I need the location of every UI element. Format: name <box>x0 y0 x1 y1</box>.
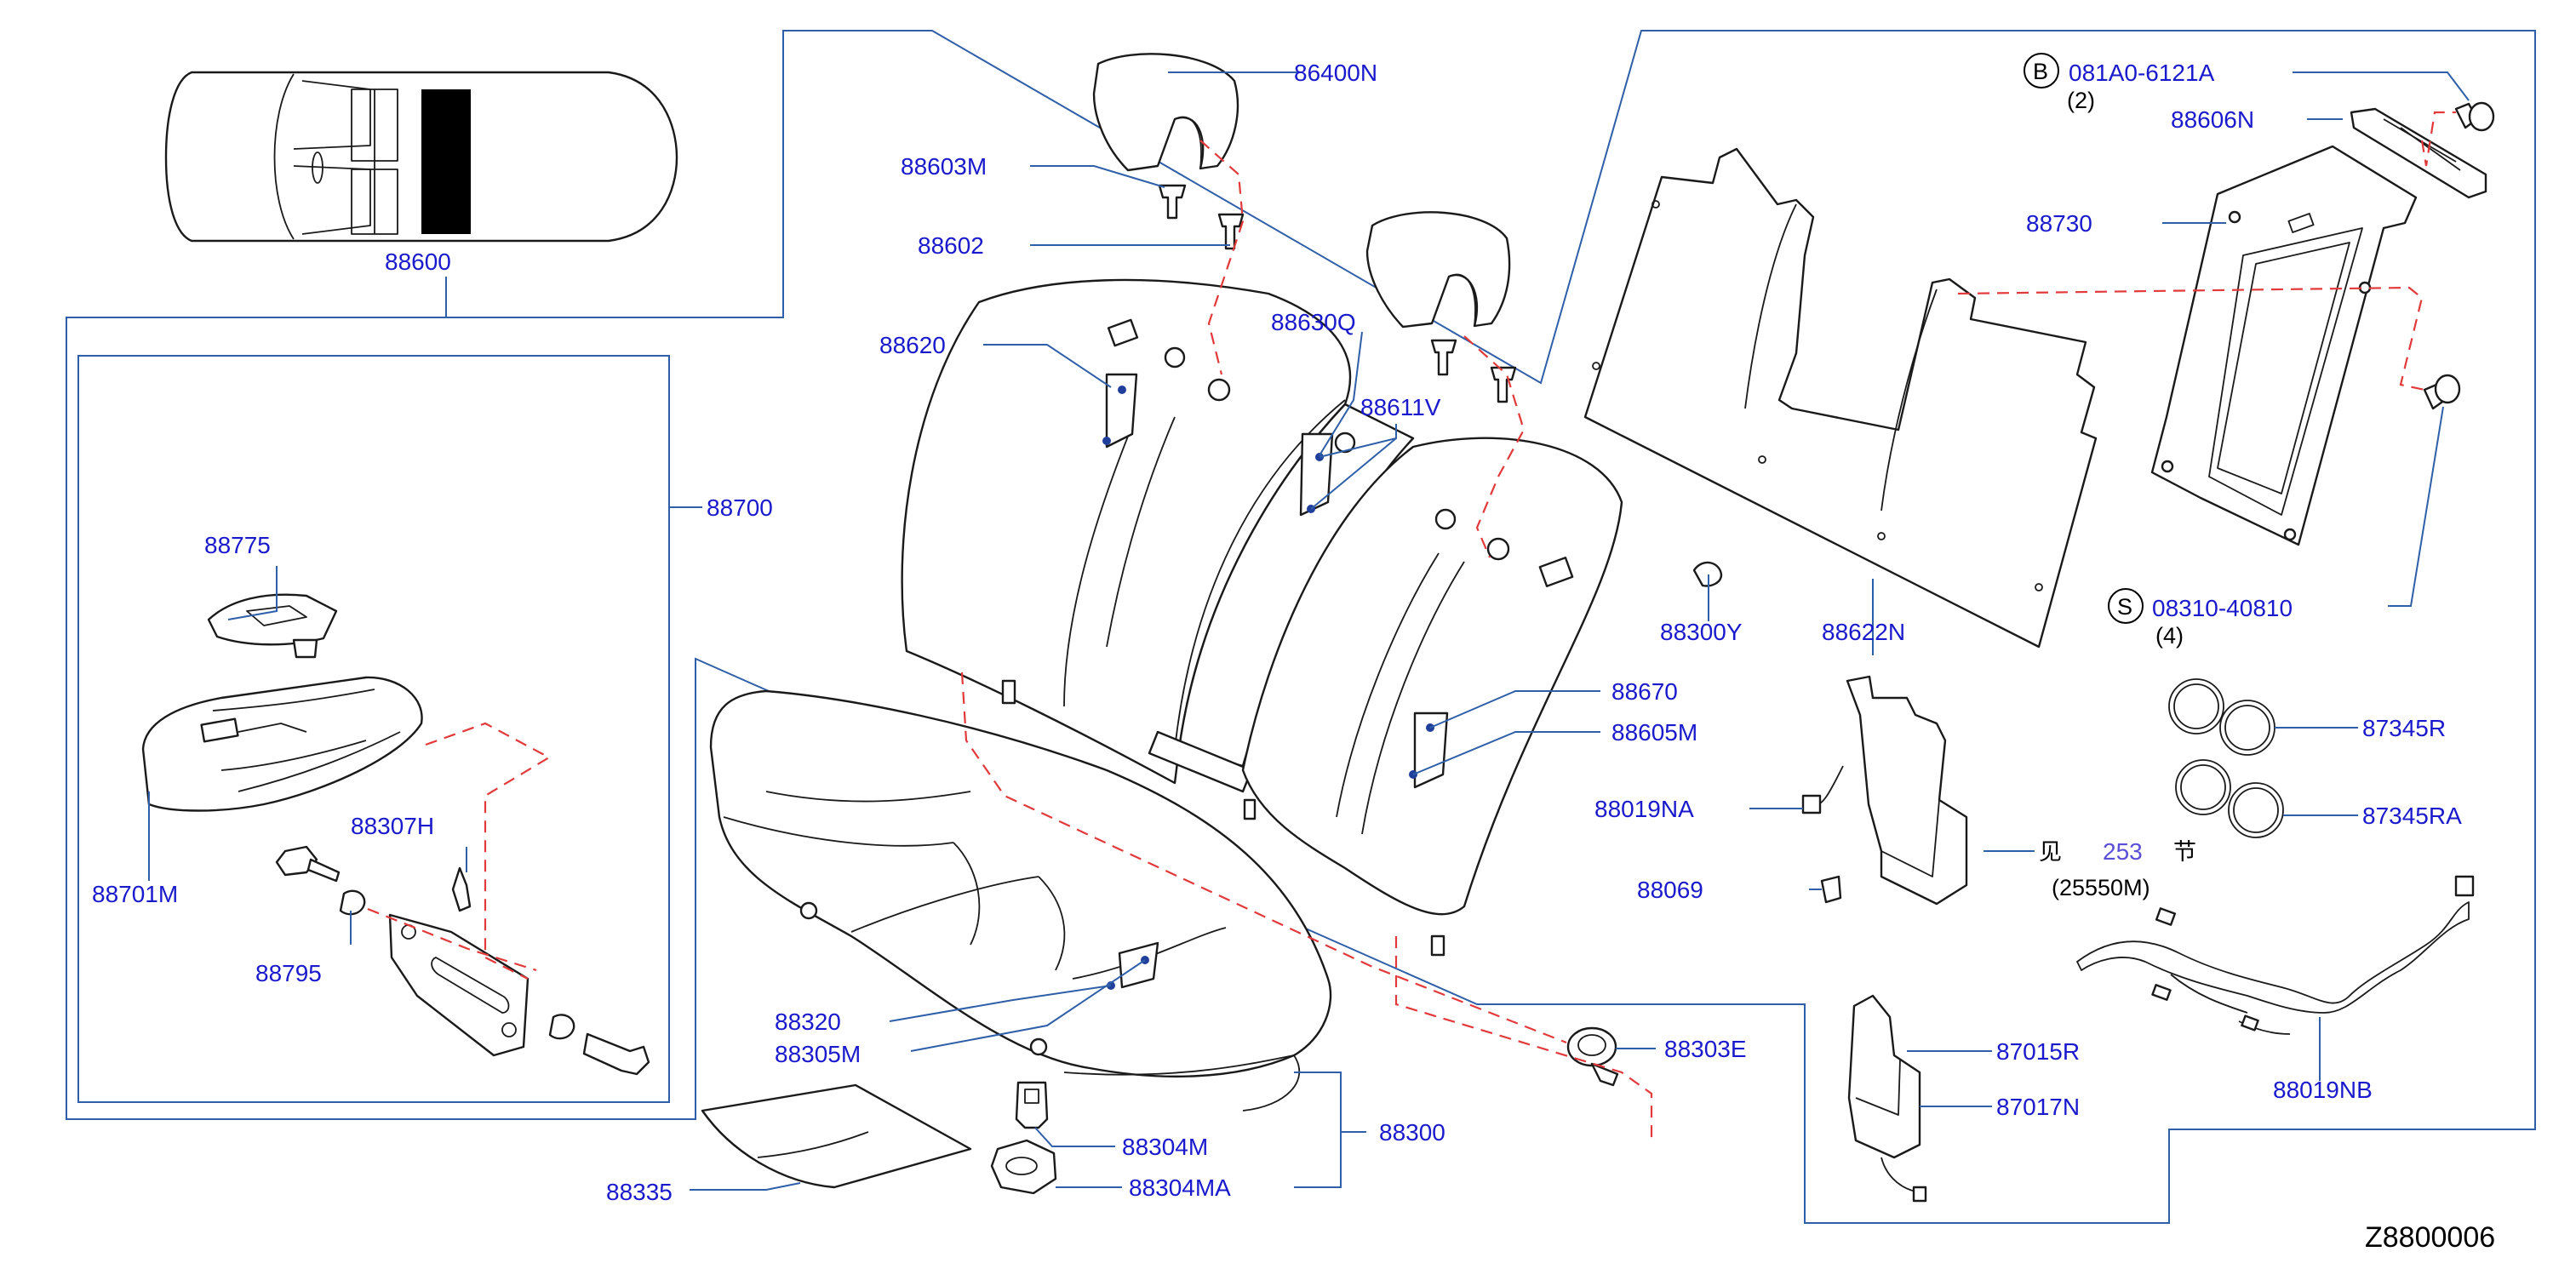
label-88775: 88775 <box>204 532 271 558</box>
clip-88304M <box>1015 1081 1049 1129</box>
bracket-88611V <box>1299 432 1334 517</box>
clip-88303E <box>1566 1026 1619 1087</box>
label-88620: 88620 <box>879 332 946 358</box>
armrest-bolts <box>275 845 650 1076</box>
label-88606N: 88606N <box>2171 106 2254 133</box>
label-88611V: 88611V <box>1360 394 1441 420</box>
label-88700: 88700 <box>707 494 773 521</box>
label-88305M: 88305M <box>775 1041 861 1067</box>
label-88320: 88320 <box>775 1009 841 1035</box>
guide-right-1 <box>1430 339 1457 376</box>
armrest-group-box <box>77 355 670 1103</box>
strap-88606N <box>2350 107 2487 199</box>
washer-88795 <box>339 889 366 916</box>
bracket-frame-88730 <box>2150 145 2418 546</box>
see-section-prefix: 见 <box>2039 839 2062 865</box>
label-88304MA: 88304MA <box>1129 1174 1231 1201</box>
sensor-88019NA <box>1801 675 1968 906</box>
see-section-sub: (25550M) <box>2052 875 2150 900</box>
label-88304M: 88304M <box>1122 1134 1208 1160</box>
guide-right-2 <box>1490 366 1517 403</box>
label-88300: 88300 <box>1379 1119 1445 1146</box>
label-88300Y: 88300Y <box>1660 619 1743 645</box>
label-88605M: 88605M <box>1611 719 1697 746</box>
label-88303E: 88303E <box>1664 1036 1747 1062</box>
label-081A0-qty: (2) <box>2067 88 2095 113</box>
clip-88304MA <box>990 1139 1057 1195</box>
label-88600: 88600 <box>385 249 451 275</box>
label-87015R: 87015R <box>1996 1038 2080 1065</box>
bolt-right <box>582 1032 650 1076</box>
label-88307H: 88307H <box>351 813 434 839</box>
label-08310-qty: (4) <box>2155 623 2184 649</box>
dashed-links <box>367 111 2456 1145</box>
guide-88603M-left <box>1158 184 1187 220</box>
label-86400N: 86400N <box>1294 60 1377 86</box>
plug-88300Y <box>1692 561 1723 587</box>
headrest-right <box>1365 211 1511 329</box>
bracket-88620 <box>1105 373 1138 449</box>
washer-right <box>548 1014 575 1040</box>
label-88670: 88670 <box>1611 678 1678 705</box>
harness-88019NB <box>2076 875 2475 1035</box>
highlight-rear-seat <box>421 89 471 234</box>
leader-lines <box>148 71 2470 1191</box>
see-section-suffix: 节 <box>2173 839 2196 865</box>
headrest-left <box>1092 53 1239 172</box>
label-88603M: 88603M <box>901 153 987 180</box>
label-87345R: 87345R <box>2362 715 2446 741</box>
marker-s: S <box>2117 594 2132 620</box>
marker-b: B <box>2033 59 2048 84</box>
frame-outlines <box>66 30 2536 1224</box>
label-88630Q: 88630Q <box>1271 309 1356 335</box>
label-08310-40810: 08310-40810 <box>2152 595 2293 621</box>
seat-back <box>901 278 1623 957</box>
label-87345RA: 87345RA <box>2362 803 2462 829</box>
label-081A0-6121A: 081A0-6121A <box>2069 60 2215 86</box>
rings-87345 <box>2168 678 2284 838</box>
part-labels: 86400N 88603M 88602 88620 88630Q 88611V … <box>92 53 2495 1254</box>
bracket-88670 <box>1413 712 1449 789</box>
cushion-mat-88335 <box>701 1083 972 1189</box>
label-88335: 88335 <box>606 1179 673 1205</box>
label-87017N: 87017N <box>1996 1094 2080 1120</box>
label-88730: 88730 <box>2026 210 2092 237</box>
label-88795: 88795 <box>255 960 322 986</box>
bolt-081A0 <box>2454 101 2495 132</box>
back-panel-88622N <box>1583 147 2098 649</box>
label-88019NB: 88019NB <box>2273 1077 2373 1103</box>
armrest-hinge-88795 <box>388 913 530 1057</box>
reference-code: Z8800006 <box>2365 1221 2495 1254</box>
label-88069: 88069 <box>1637 877 1703 903</box>
see-section-number[interactable]: 253 <box>2103 838 2143 865</box>
label-88622N: 88622N <box>1822 619 1905 645</box>
armrest-cup-holder-88775 <box>207 593 338 659</box>
pin-88307H <box>451 866 472 912</box>
vehicle-location-icon <box>164 71 678 243</box>
seat-back-group-outline <box>66 30 2536 1224</box>
cushion-mat-fold <box>757 1131 869 1158</box>
label-88602: 88602 <box>918 232 984 259</box>
marker-b-circle <box>2024 53 2059 89</box>
armrest-88701M <box>141 676 423 812</box>
sensor-87015R <box>1847 994 1927 1203</box>
label-88019NA: 88019NA <box>1594 796 1694 822</box>
marker-s-circle <box>2108 588 2144 624</box>
bolt-08310 <box>2423 374 2461 410</box>
label-88701M: 88701M <box>92 881 178 907</box>
bolt-left <box>275 845 318 877</box>
connector-88069 <box>1820 875 1842 904</box>
